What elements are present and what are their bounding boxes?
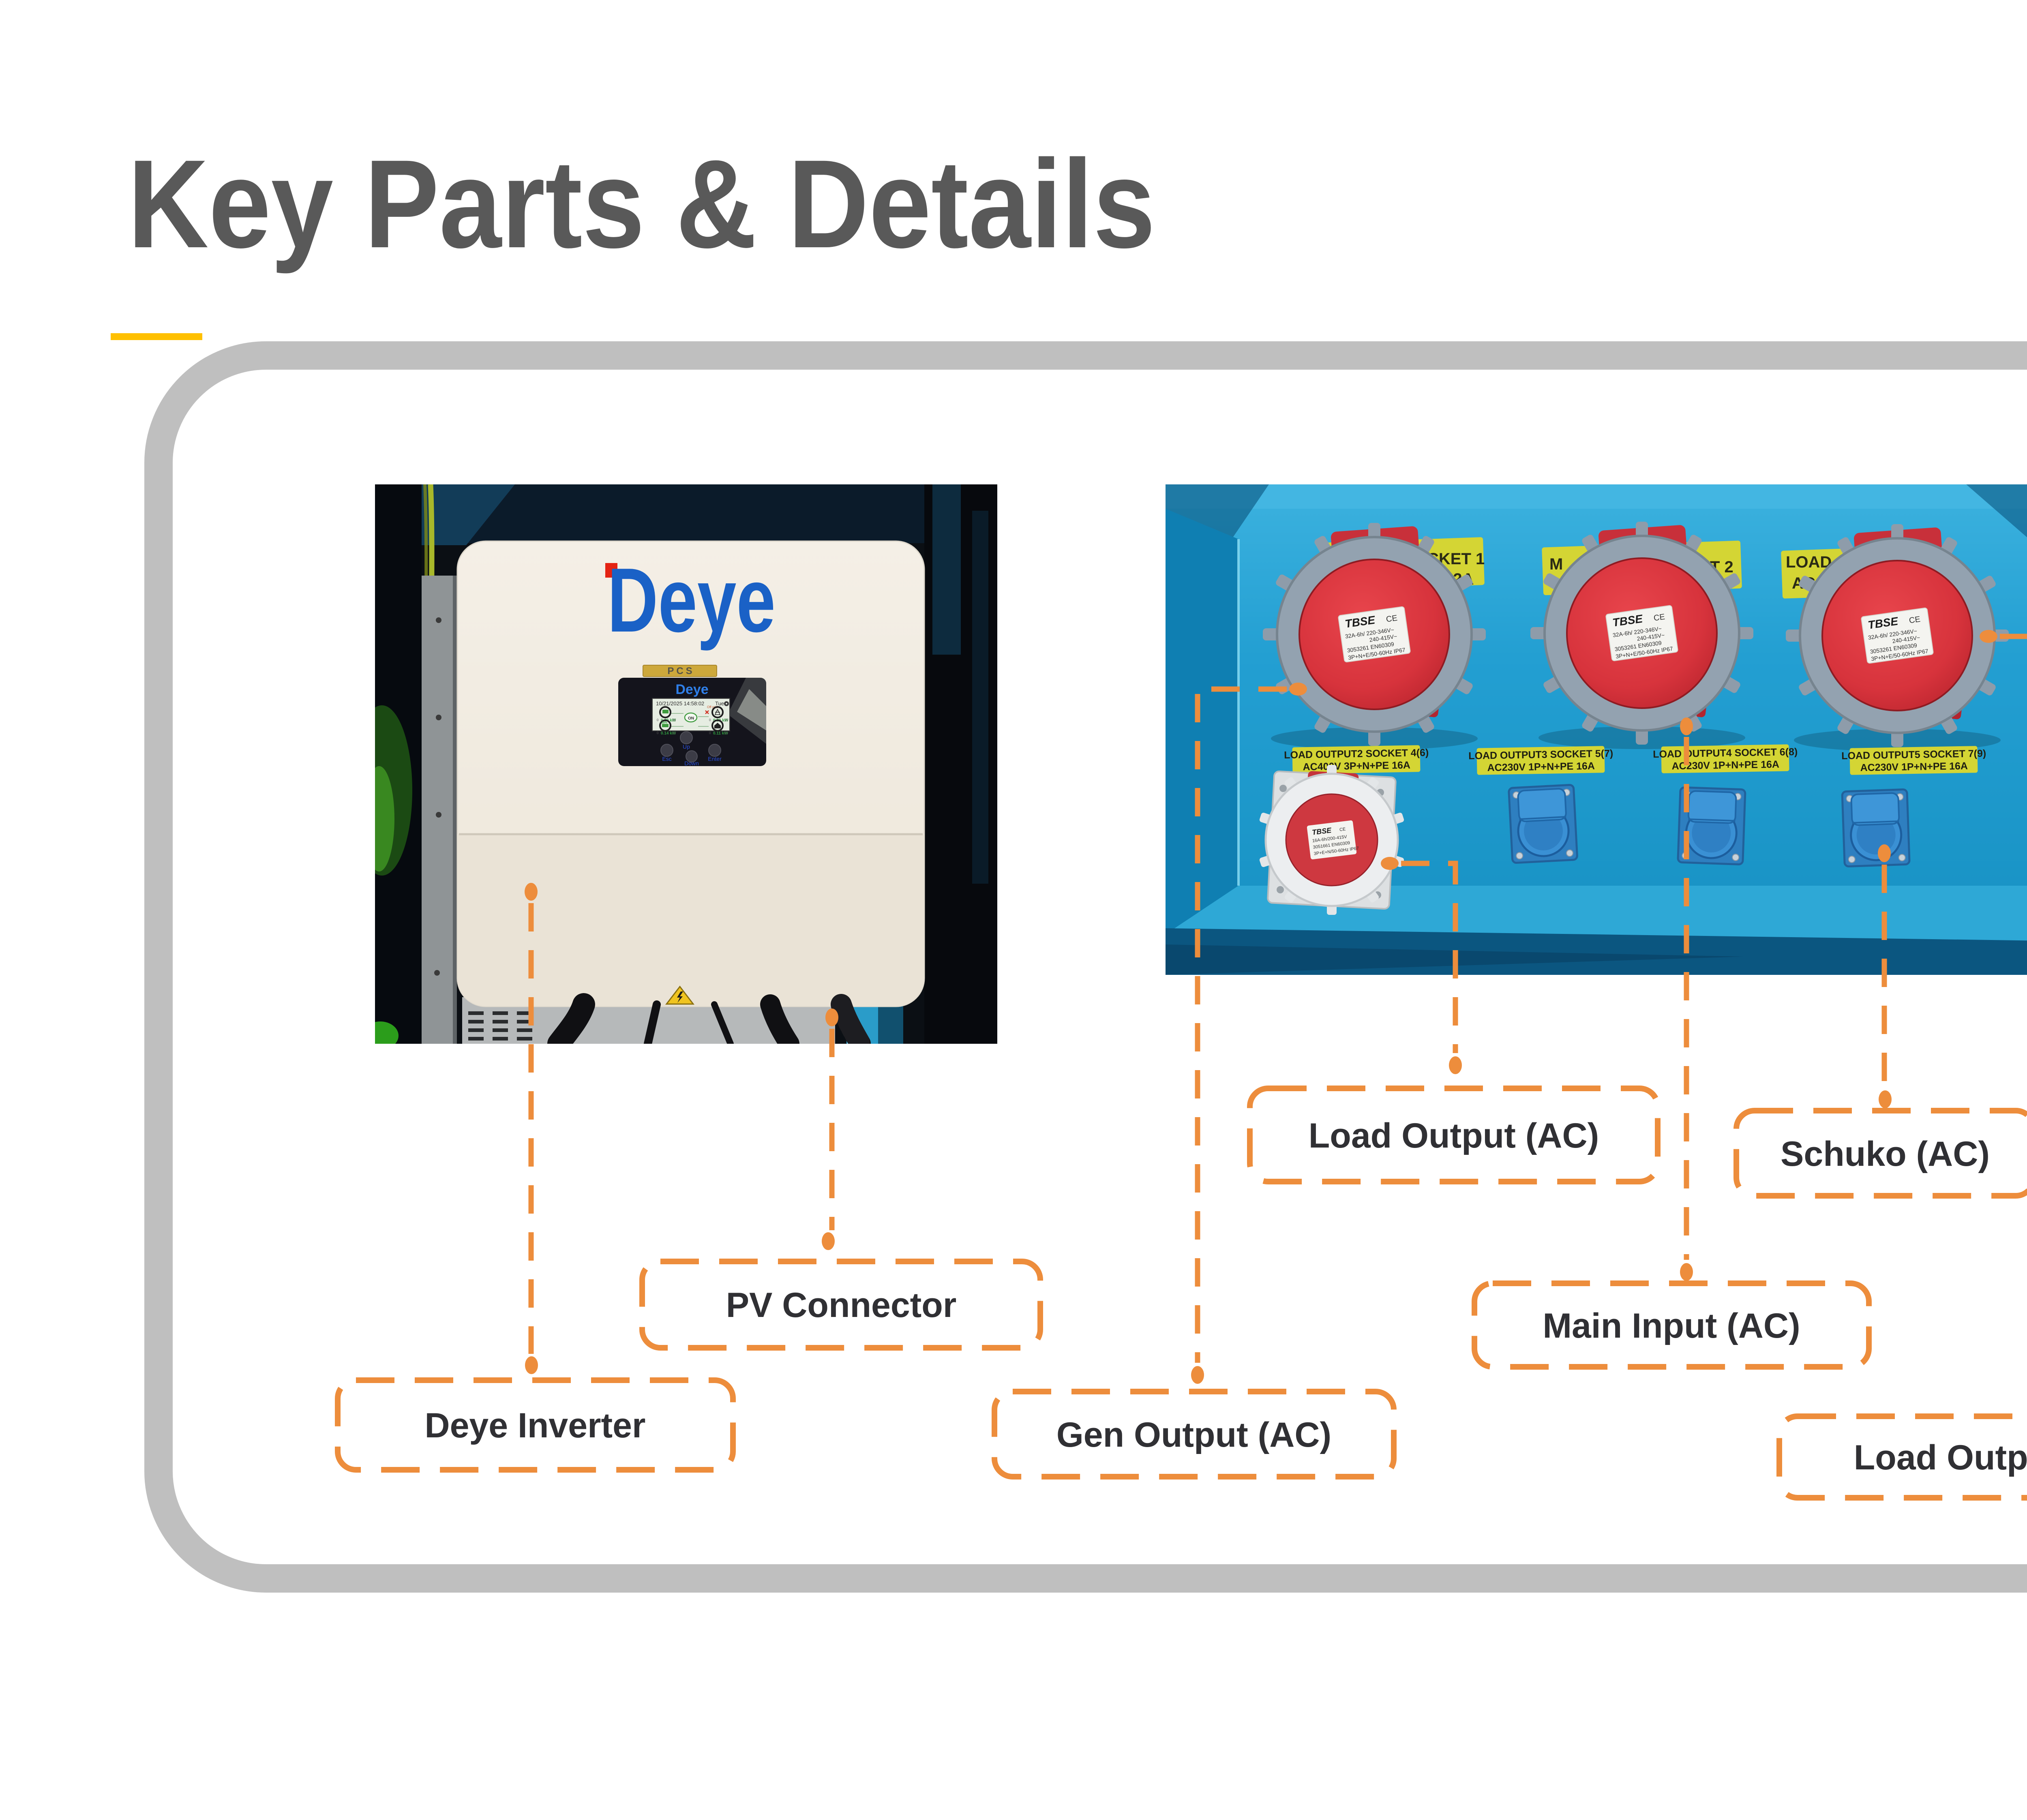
scale-min: 0 (709, 718, 711, 722)
flow-lines (671, 713, 709, 727)
deye-logo: Deye (605, 549, 776, 651)
warning-triangle-icon (665, 985, 695, 1005)
callout-deye-inverter-text: Deye Inverter (425, 1406, 646, 1445)
inverter-cables (547, 993, 871, 1044)
scale-max: 20 (724, 718, 728, 722)
battery-icon (662, 724, 669, 727)
tag-line2: AC400V 3P+N+PE 16A (1303, 760, 1410, 773)
down-button-label: Down (684, 760, 699, 767)
callout-schuko-text: Schuko (AC) (1781, 1135, 1990, 1173)
load-gauge: 0 0.11 kW 20 (709, 719, 728, 736)
callout-load-output-1-text: Load Output (AC) (1309, 1116, 1599, 1155)
distribution-box-photo: CKET 1 32A M T 2 LOAD OUT AC40 (1166, 484, 2027, 975)
pcs-tag: PCS (643, 665, 717, 677)
main-input-socket (1530, 522, 1753, 749)
display-panel: Deye 10/21/2025 14:58:02 Tue 0 0.00 kW 2… (618, 678, 766, 767)
callout-gen-output-text: Gen Output (AC) (1056, 1415, 1331, 1454)
load-output5-tag: LOAD OUTPUT5 SOCKET 7(9) AC230V 1P+N+PE … (1841, 746, 1986, 775)
vent-slots (468, 1011, 532, 1041)
socket2-tag-line1: M (1549, 555, 1563, 573)
lcd-day: Tue (715, 700, 724, 707)
tag-line2: AC230V 1P+N+PE 16A (1860, 760, 1968, 774)
cabinet-structure (375, 484, 997, 1044)
schuko-socket-1 (1508, 785, 1577, 863)
battery-percent: 88% (662, 722, 668, 724)
tag-line1: LOAD OUTPUT5 SOCKET 7(9) (1841, 748, 1986, 762)
bottom-socket-tags: LOAD OUTPUT2 SOCKET 4(6) AC400V 3P+N+PE … (1284, 744, 1986, 775)
enter-button (708, 744, 721, 757)
battery-gauge: 88% 0 0.14 kW 20 (657, 719, 676, 736)
lcd-screen: 10/21/2025 14:58:02 Tue 0 0.00 kW 26 (652, 698, 730, 736)
callout-main-input-text: Main Input (AC) (1543, 1306, 1800, 1345)
callout-load-output-1: Load Output (AC) (1247, 1086, 1661, 1184)
load-value: 0.11 kW (713, 731, 728, 736)
scale-max: 26 (672, 718, 676, 722)
callout-deye-inverter: Deye Inverter (335, 1377, 736, 1473)
battery-value: 0.14 kW (661, 731, 676, 736)
tag-line1: LOAD OUTPUT4 SOCKET 6(8) (1653, 746, 1798, 760)
tag-line2: AC230V 1P+N+PE 16A (1487, 760, 1595, 774)
page-title: Key Parts & Details (128, 133, 1155, 275)
load-output2-tag: LOAD OUTPUT2 SOCKET 4(6) AC400V 3P+N+PE … (1284, 745, 1429, 774)
solar-panel-icon (662, 710, 669, 713)
gen-output-line (1195, 686, 1287, 1363)
screen-reflection (728, 678, 766, 744)
tag-line1: LOAD OUTPUT2 SOCKET 4(6) (1284, 747, 1429, 761)
callout-schuko: Schuko (AC) (1733, 1108, 2027, 1199)
scale-max: 20 (672, 731, 676, 735)
inverter-photo: Deye PCS Deye 10/21/2025 14:58:02 Tue (375, 484, 997, 1044)
callout-load-output-2-text: Load Output (AC) (1854, 1438, 2027, 1477)
disconnect-x-icon (705, 710, 709, 714)
house-icon (714, 723, 721, 728)
callout-pv-connector-text: PV Connector (726, 1286, 957, 1325)
deye-logo-text: Deye (607, 549, 776, 651)
power-state: ON (688, 716, 694, 721)
enter-button-label: Enter (708, 756, 722, 762)
scale-min: 0 (657, 718, 659, 722)
display-brand: Deye (675, 682, 708, 697)
load-output1-socket (1786, 524, 2009, 752)
callout-gen-output: Gen Output (AC) (992, 1389, 1397, 1480)
tag-line2: AC230V 1P+N+PE 16A (1671, 759, 1779, 772)
panel-buttons (660, 731, 721, 762)
load-output4-tag: LOAD OUTPUT4 SOCKET 6(8) AC230V 1P+N+PE … (1653, 744, 1798, 773)
down-button (686, 750, 698, 762)
callout-labels: Deye Inverter PV Connector Gen Output (A… (335, 1086, 2027, 1501)
load-output3-tag: LOAD OUTPUT3 SOCKET 5(7) AC230V 1P+N+PE … (1468, 746, 1613, 775)
gen-output-socket (1263, 523, 1486, 750)
callout-lines (525, 630, 2027, 1384)
callout-pv-connector: PV Connector (639, 1259, 1043, 1351)
grid-status: Off grid (707, 705, 718, 709)
scale-min: 0 (709, 731, 711, 735)
up-button-label: Up (683, 743, 690, 750)
pylon-icon (714, 709, 721, 715)
callout-load-output-2: Load Output (AC) (1776, 1413, 2027, 1501)
load-output2-socket: TBSE CE 16A-6h/200-415V 3051661 EN60309 … (1259, 765, 1404, 915)
schuko-socket-3 (1842, 789, 1909, 866)
esc-button-label: Esc (662, 756, 671, 762)
tag-line1: LOAD OUTPUT3 SOCKET 5(7) (1468, 748, 1613, 762)
lcd-datetime: 10/21/2025 14:58:02 (656, 700, 704, 707)
callout-dots (525, 630, 1997, 1384)
pcs-tag-text: PCS (667, 666, 694, 677)
callout-main-input: Main Input (AC) (1472, 1280, 1872, 1370)
inverter-unit: Deye PCS Deye 10/21/2025 14:58:02 Tue (456, 540, 925, 1007)
title-underline (111, 333, 202, 340)
small-sticker-ce: CE (1339, 827, 1346, 833)
scale-max: 20 (724, 731, 728, 735)
esc-button (660, 744, 673, 757)
load-output1-line (1401, 861, 1458, 1053)
scale-min: 0 (657, 731, 659, 735)
up-button (680, 731, 693, 744)
